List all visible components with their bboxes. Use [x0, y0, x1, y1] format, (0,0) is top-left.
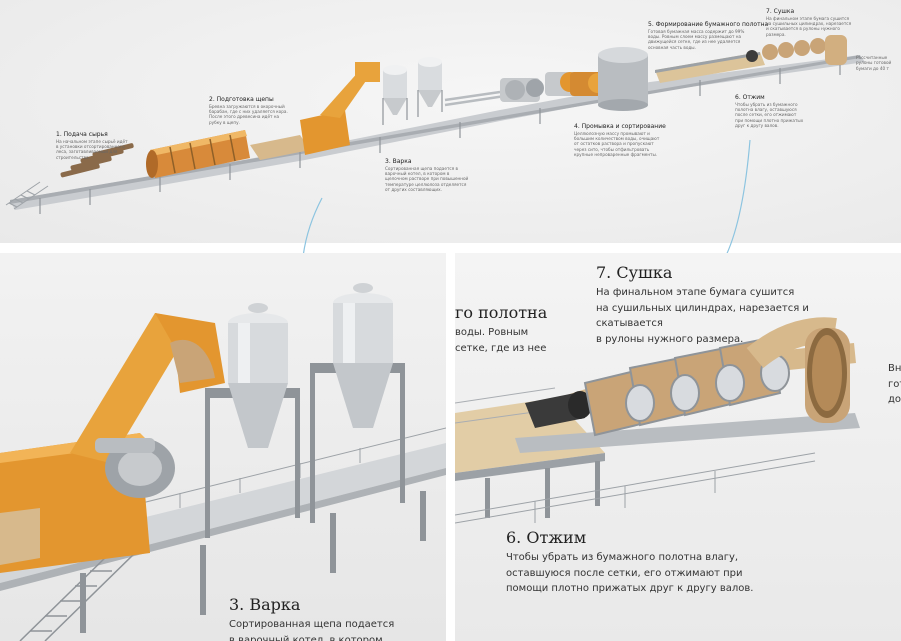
overview-step-7: 7. Сушка На финальном этапе бумага сушит… — [766, 8, 852, 37]
pressing-body-line-1: Чтобы убрать из бумажного полотна влагу, — [506, 552, 739, 563]
step-5-body: Готовая бумажная масса содержит до 99% в… — [648, 28, 745, 50]
drying-body-line-3: в рулоны нужного размера. — [596, 333, 744, 345]
step-7-body: На финальном этапе бумага сушится на суш… — [766, 15, 852, 37]
overview-step-3: 3. Варка Сортированная щепа подается в в… — [385, 158, 469, 193]
step-1-body: На начальном этапе сырьё идёт в установк… — [56, 138, 128, 160]
drying-body-line-2: на сушильных цилиндрах, нарезается и ска… — [596, 302, 809, 330]
zoom-right-edge-text: Вн гот до — [888, 361, 901, 408]
edge-line-1: Вн — [888, 363, 901, 374]
zoom-left-text: 3. Варка Сортированная щепа подается в в… — [229, 595, 429, 641]
overview-step-5: 5. Формирование бумажного полотна Готова… — [648, 21, 769, 50]
zoom-right-step7-text: 7. Сушка На финальном этапе бумага сушит… — [596, 263, 876, 347]
zoom-right-step6-text: 6. Отжим Чтобы убрать из бумажного полот… — [506, 528, 766, 597]
step-5-title: 5. Формирование бумажного полотна — [648, 21, 769, 28]
pressing-body-line-2: оставшуюся после сетки, его отжимают при — [506, 567, 743, 579]
overview-final-note: Рассчитанные рулоны готовой бумаги до 40… — [856, 55, 898, 71]
overview-step-1: 1. Подача сырья На начальном этапе сырьё… — [56, 131, 130, 160]
zoom-right-step5-text: го полотна воды. Ровным сетке, где из не… — [455, 303, 575, 356]
overview-illustration — [5, 35, 865, 214]
step-1-title: 1. Подача сырья — [56, 131, 108, 138]
step-2-title: 2. Подготовка щепы — [209, 96, 274, 103]
cooking-step-title: 3. Варка — [229, 595, 301, 614]
overview-panel: 1. Подача сырья На начальном этапе сырьё… — [0, 0, 901, 243]
edge-line-2: гот — [888, 378, 901, 390]
overview-step-4: 4. Промывка и сортирование Целлюлозную м… — [574, 123, 666, 158]
step-7-title: 7. Сушка — [766, 8, 795, 15]
step-3-title: 3. Варка — [385, 158, 412, 165]
cooking-body-line-1: Сортированная щепа подается — [229, 619, 395, 630]
cooking-section-illustration — [0, 283, 446, 641]
final-note-body: Рассчитанные рулоны готовой бумаги до 40… — [856, 55, 892, 71]
step-3-body: Сортированная щепа подается в варочный к… — [385, 165, 469, 193]
forming-body-line-1: воды. Ровным — [455, 327, 529, 338]
press-dryer-illustration — [455, 317, 860, 524]
step-4-title: 4. Промывка и сортирование — [574, 123, 666, 130]
drying-step-title: 7. Сушка — [596, 263, 673, 282]
forming-step-title-partial: го полотна — [455, 303, 548, 322]
forming-body-line-2: сетке, где из нее — [455, 342, 547, 354]
zoom-left-panel: 3. Варка Сортированная щепа подается в в… — [0, 253, 446, 641]
step-6-body: Чтобы убрать из бумажного полотна влагу,… — [735, 101, 804, 129]
pressing-body-line-3: помощи плотно прижатых друг к другу вало… — [506, 583, 754, 594]
cooking-body-line-2: в варочный котел, в котором — [229, 634, 383, 641]
step-4-body: Целлюлозную массу промывают и большим ко… — [574, 130, 660, 158]
step-6-title: 6. Отжим — [735, 94, 765, 101]
zoom-right-panel: го полотна воды. Ровным сетке, где из не… — [455, 253, 901, 641]
overview-step-6: 6. Отжим Чтобы убрать из бумажного полот… — [735, 94, 805, 129]
pressing-step-title: 6. Отжим — [506, 528, 587, 547]
overview-step-2: 2. Подготовка щепы Бревна загружаются в … — [209, 96, 289, 125]
drying-body-line-1: На финальном этапе бумага сушится — [596, 287, 795, 298]
step-2-body: Бревна загружаются в окорочный барабан, … — [209, 103, 288, 125]
edge-line-3: до — [888, 394, 901, 405]
